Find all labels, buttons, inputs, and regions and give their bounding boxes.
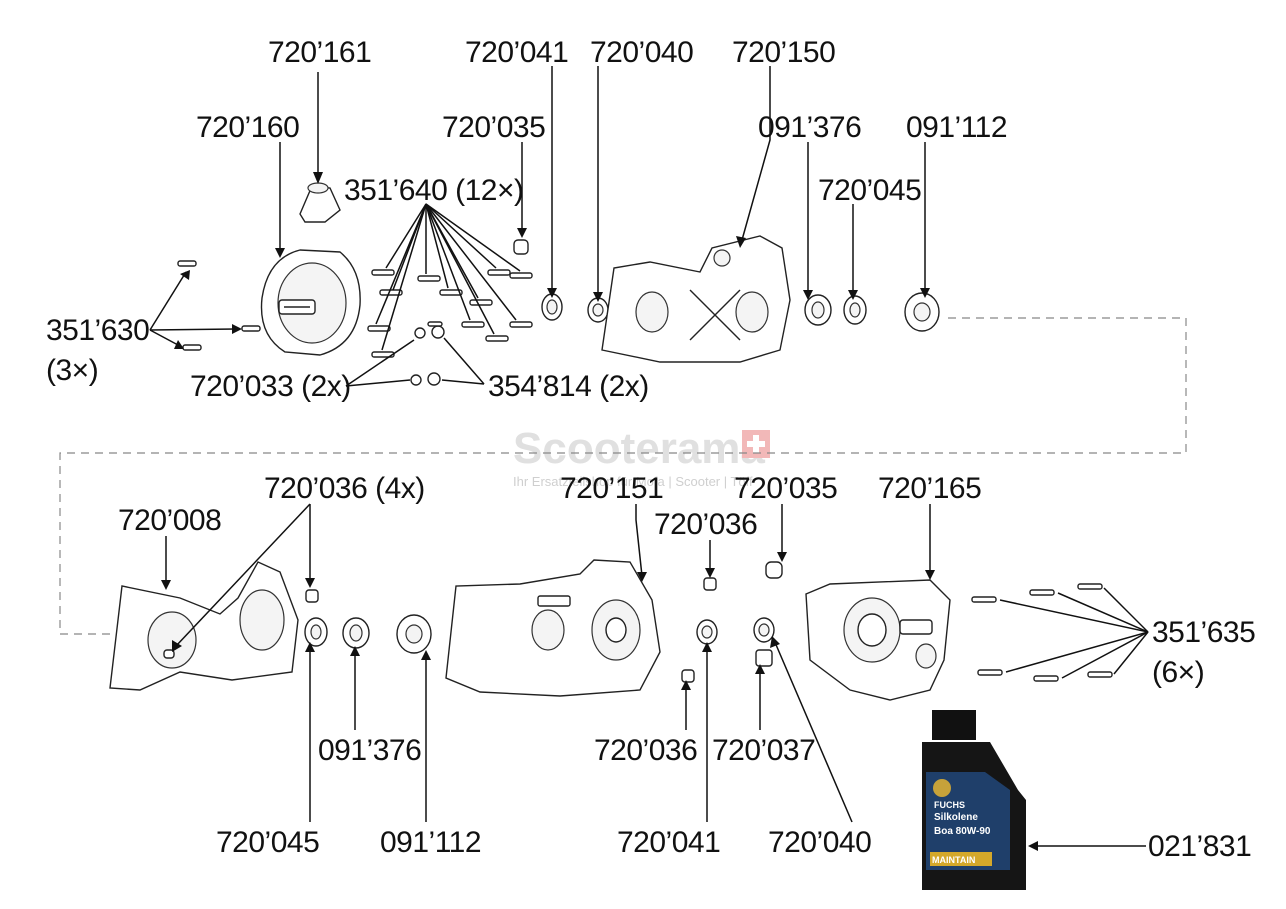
gear-oil-bottle: FUCHS Silkolene Boa 80W-90 MAINTAIN bbox=[922, 710, 1026, 890]
label-720037: 720’037 bbox=[712, 734, 815, 767]
label-091376-bottom: 091’376 bbox=[318, 734, 421, 767]
label-351635: 351’635 bbox=[1152, 616, 1255, 649]
label-720035-top: 720’035 bbox=[442, 111, 545, 144]
label-351635-qty: (6×) bbox=[1152, 656, 1204, 689]
label-720041-top: 720’041 bbox=[465, 36, 568, 69]
label-091112-top: 091’112 bbox=[906, 111, 1007, 144]
crankcase-right-part bbox=[445, 559, 661, 697]
bottle-brand: FUCHS bbox=[934, 800, 965, 810]
bearing-091376-top bbox=[804, 294, 832, 326]
seal-720040-bottom bbox=[753, 617, 775, 643]
label-351640: 351’640 (12×) bbox=[344, 174, 523, 207]
label-720041-bottom: 720’041 bbox=[617, 826, 720, 859]
bushing-720037 bbox=[755, 649, 773, 667]
bearing-091112-bottom bbox=[396, 614, 432, 654]
ignition-cover-part bbox=[260, 249, 361, 356]
label-091112-bottom: 091’112 bbox=[380, 826, 481, 859]
label-720040-bottom: 720’040 bbox=[768, 826, 871, 859]
bearing-091376-bottom bbox=[342, 617, 370, 649]
seal-720041-bottom bbox=[696, 619, 718, 645]
label-351630-qty: (3×) bbox=[46, 354, 98, 387]
clutch-cover-part bbox=[805, 579, 951, 701]
screws-351635 bbox=[971, 583, 1113, 682]
label-091376-top: 091’376 bbox=[758, 111, 861, 144]
screws-351640 bbox=[367, 269, 533, 358]
screws-351630 bbox=[177, 260, 261, 351]
dowel-720036-lower bbox=[681, 669, 695, 683]
bearing-720045-top bbox=[843, 295, 867, 325]
watermark-subtitle: Ihr Ersatzteilshop für Mofa | Scooter | … bbox=[513, 474, 753, 489]
brand-logo-icon bbox=[933, 779, 951, 797]
label-720151: 720’151 bbox=[560, 472, 663, 505]
label-720150: 720’150 bbox=[732, 36, 835, 69]
crankcase-left-part bbox=[601, 235, 791, 363]
gasket-part bbox=[109, 561, 299, 691]
washers-part bbox=[410, 321, 445, 386]
bottle-cap-icon bbox=[932, 710, 976, 740]
label-720035-bottom: 720’035 bbox=[734, 472, 837, 505]
label-354814: 354’814 (2x) bbox=[488, 370, 649, 403]
label-720045-top: 720’045 bbox=[818, 174, 921, 207]
rubber-grommet-part bbox=[299, 182, 341, 223]
bearing-091112-top bbox=[904, 292, 940, 332]
label-720036-lower: 720’036 bbox=[594, 734, 697, 767]
label-351630: 351’630 bbox=[46, 314, 149, 347]
seal-720041-top bbox=[541, 293, 563, 321]
label-720165: 720’165 bbox=[878, 472, 981, 505]
dowel-720036-left bbox=[163, 589, 319, 659]
label-720040-top: 720’040 bbox=[590, 36, 693, 69]
bottle-badge: MAINTAIN bbox=[932, 855, 975, 865]
label-720033: 720’033 (2x) bbox=[190, 370, 351, 403]
connection-dashed-line bbox=[59, 317, 1187, 635]
label-720008: 720’008 bbox=[118, 504, 221, 537]
sleeve-720035-bottom bbox=[765, 561, 783, 579]
label-720161: 720’161 bbox=[268, 36, 371, 69]
leader-lines bbox=[149, 66, 1149, 851]
label-720036-4x: 720’036 (4x) bbox=[264, 472, 425, 505]
watermark-title: Scooterama bbox=[513, 424, 765, 473]
watermark: Scooterama Ihr Ersatzteilshop für Mofa |… bbox=[513, 424, 770, 489]
label-720036-middle: 720’036 bbox=[654, 508, 757, 541]
bottle-grade: Boa 80W-90 bbox=[934, 826, 991, 837]
bearing-720045-bottom bbox=[304, 617, 328, 647]
label-720045-bottom: 720’045 bbox=[216, 826, 319, 859]
sleeve-720035-top bbox=[513, 239, 529, 255]
bottle-product: Silkolene bbox=[934, 812, 978, 823]
label-021831: 021’831 bbox=[1148, 830, 1251, 863]
label-720160: 720’160 bbox=[196, 111, 299, 144]
dowel-720036-middle bbox=[703, 577, 717, 591]
part-number-labels: 720’161 720’041 720’040 720’150 720’160 … bbox=[46, 36, 1256, 863]
